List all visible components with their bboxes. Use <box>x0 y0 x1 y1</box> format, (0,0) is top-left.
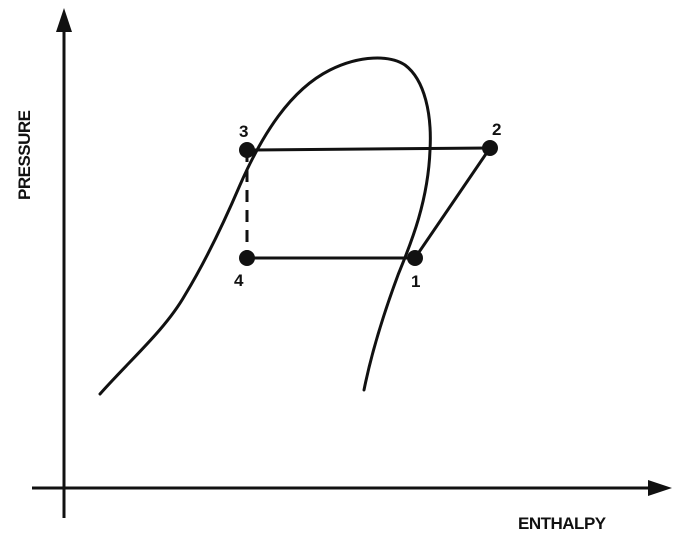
state-point-1 <box>407 250 423 266</box>
state-point-2 <box>482 140 498 156</box>
y-axis-arrow-icon <box>56 8 72 32</box>
saturation-dome <box>98 56 432 396</box>
state-point-4 <box>239 250 255 266</box>
condensation-line-3-2 <box>246 146 491 152</box>
x-axis-label: ENTHALPY <box>518 514 607 533</box>
label-point-1: 1 <box>411 272 420 291</box>
label-point-2: 2 <box>492 120 501 139</box>
y-axis-label: PRESSURE <box>15 110 34 200</box>
label-point-3: 3 <box>239 122 248 141</box>
state-point-3 <box>239 142 255 158</box>
x-axis-arrow-icon <box>648 480 672 496</box>
label-point-4: 4 <box>234 271 244 290</box>
compression-line-1-2 <box>413 147 492 259</box>
